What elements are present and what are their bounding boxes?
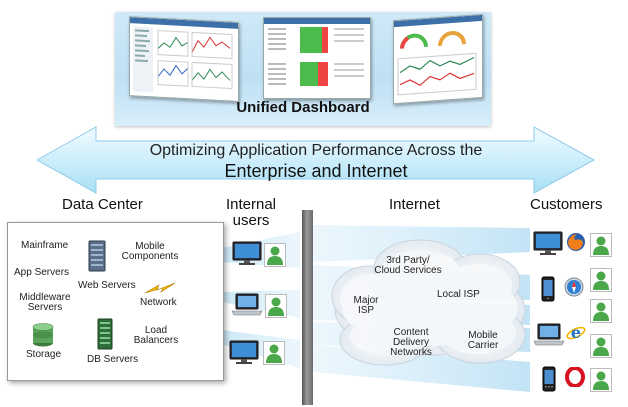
safari-icon <box>564 277 584 297</box>
user-icon <box>590 268 612 292</box>
dashboard-screenshot-3 <box>393 13 483 105</box>
firefox-icon <box>567 233 585 251</box>
label-storage: Storage <box>26 349 62 360</box>
heading-customers: Customers <box>530 196 603 213</box>
phone-icon <box>542 366 556 392</box>
label-major-isp-line-2: ISP <box>357 305 375 316</box>
heading-internal-users-line-1: Internal <box>225 196 277 213</box>
label-db-servers: DB Servers <box>87 354 139 365</box>
user-icon <box>590 233 612 257</box>
monitor-icon <box>533 231 563 255</box>
firewall-divider <box>302 210 313 405</box>
label-middleware-line-1: Middleware <box>19 292 71 303</box>
user-icon <box>265 294 287 318</box>
label-cdn-line-1: Content <box>393 327 429 338</box>
laptop-icon <box>231 293 263 316</box>
server-icon <box>88 240 106 272</box>
heading-internet: Internet <box>389 196 440 213</box>
label-local-isp: Local ISP <box>437 289 480 300</box>
heading-internal-users-line-2: users <box>232 212 270 229</box>
label-major-isp-line-1: Major <box>353 295 379 306</box>
lightning-icon <box>145 282 175 294</box>
label-mobile-components-line-2: Components <box>121 251 179 262</box>
label-web-servers: Web Servers <box>78 280 136 291</box>
internet-cloud <box>331 239 526 366</box>
monitor-icon <box>229 340 259 364</box>
opera-icon <box>565 367 585 387</box>
laptop-icon <box>533 323 565 346</box>
ie-icon: e <box>566 323 586 342</box>
dashboard-screenshot-2 <box>263 17 371 99</box>
heading-data-center: Data Center <box>62 196 143 213</box>
dashboard-panel: Unified Dashboard <box>115 12 491 126</box>
data-center-box <box>7 222 224 381</box>
banner-line-1: Optimizing Application Performance Acros… <box>149 142 483 159</box>
label-app-servers: App Servers <box>14 267 70 278</box>
user-icon <box>590 334 612 358</box>
user-icon <box>264 243 286 267</box>
label-mobile-carrier-line-1: Mobile <box>468 330 498 341</box>
label-cdn-line-3: Networks <box>390 347 432 358</box>
label-cdn-line-2: Delivery <box>392 337 430 348</box>
phone-icon <box>541 276 555 302</box>
user-icon <box>263 341 285 365</box>
label-cloud-services-line-1: 3rd Party/ <box>386 255 430 266</box>
svg-text:e: e <box>571 323 581 342</box>
label-mobile-components-line-1: Mobile <box>135 241 165 252</box>
label-load-balancers-line-2: Balancers <box>133 335 179 346</box>
database-icon <box>32 323 54 347</box>
dashboard-title: Unified Dashboard <box>236 99 370 116</box>
user-icon <box>590 299 612 323</box>
label-cloud-services-line-2: Cloud Services <box>374 265 442 276</box>
banner-line-2: Enterprise and Internet <box>224 161 408 181</box>
user-icon <box>590 368 612 392</box>
dashboard-screenshot-1 <box>129 16 239 102</box>
label-mobile-carrier-line-2: Carrier <box>467 340 499 351</box>
label-load-balancers-line-1: Load <box>144 325 168 336</box>
db-server-icon <box>97 318 113 350</box>
label-mainframe: Mainframe <box>21 240 69 251</box>
label-middleware-line-2: Servers <box>27 302 63 313</box>
monitor-icon <box>232 241 262 265</box>
label-network: Network <box>140 297 177 308</box>
